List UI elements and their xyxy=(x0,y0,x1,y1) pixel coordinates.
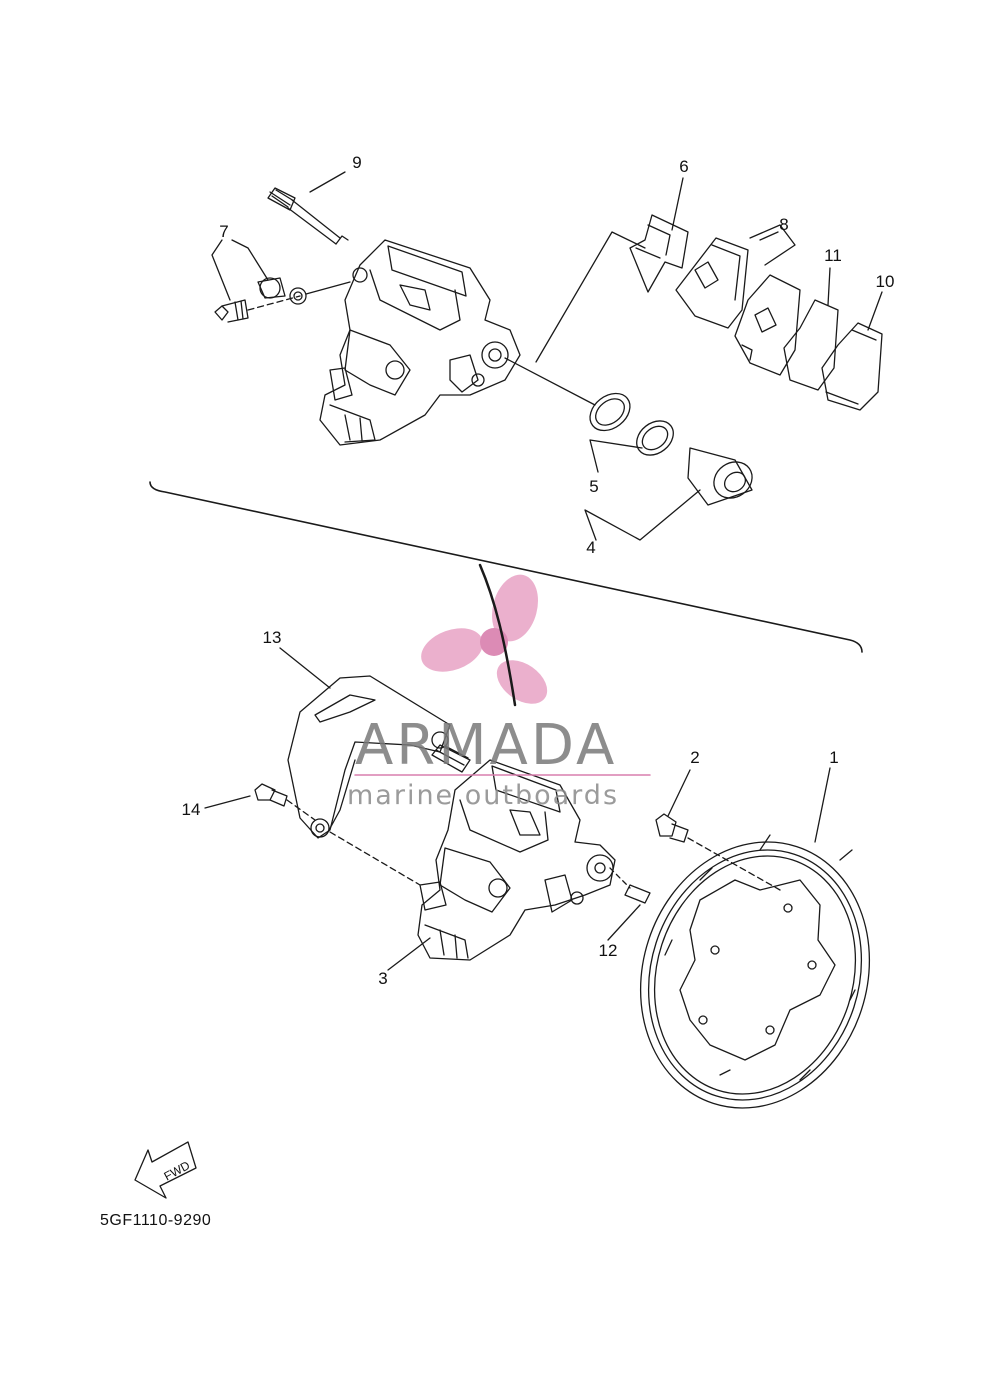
callout-11: 11 xyxy=(824,246,842,265)
part-4-piston xyxy=(687,447,753,506)
part-8-brake-pads xyxy=(675,237,801,376)
part-10-shim xyxy=(821,322,883,411)
callout-5: 5 xyxy=(589,477,599,496)
upper-caliper-body xyxy=(319,239,521,446)
callout-9: 9 xyxy=(352,153,362,172)
part-code: 5GF1110-9290 xyxy=(100,1212,212,1229)
part-13-bracket xyxy=(287,675,451,839)
callout-2: 2 xyxy=(690,748,700,767)
callout-3: 3 xyxy=(378,969,388,988)
watermark-name: ARMADA xyxy=(355,713,618,778)
part-7-bleed-screw xyxy=(214,277,351,323)
part-12-pin xyxy=(609,867,651,904)
callout-leaders xyxy=(204,171,883,971)
callout-13: 13 xyxy=(262,628,282,647)
part-1-disc xyxy=(639,834,871,1109)
callout-14: 14 xyxy=(181,800,201,819)
part-2-bolt xyxy=(655,813,781,891)
callout-10: 10 xyxy=(875,272,895,291)
part-11-shim xyxy=(783,299,839,391)
watermark-tagline: marine outboards xyxy=(347,780,620,811)
fwd-arrow-icon: FWD xyxy=(134,1141,197,1199)
callout-1: 1 xyxy=(829,748,839,767)
callout-7: 7 xyxy=(219,222,229,241)
callout-6: 6 xyxy=(679,157,689,176)
part-6-pad-spring xyxy=(629,214,689,293)
armada-logo-icon xyxy=(421,574,548,704)
part-14-bolt xyxy=(254,783,421,886)
part-3-caliper xyxy=(417,744,616,961)
section-divider xyxy=(149,481,863,653)
upper-leader-lines xyxy=(504,224,796,406)
callout-12: 12 xyxy=(598,941,618,960)
part-5-seals xyxy=(589,392,674,456)
fwd-text: FWD xyxy=(162,1158,193,1183)
callout-8: 8 xyxy=(779,215,789,234)
callout-4: 4 xyxy=(586,538,596,557)
watermark-stroke xyxy=(478,563,517,707)
part-9-pin xyxy=(267,187,349,245)
